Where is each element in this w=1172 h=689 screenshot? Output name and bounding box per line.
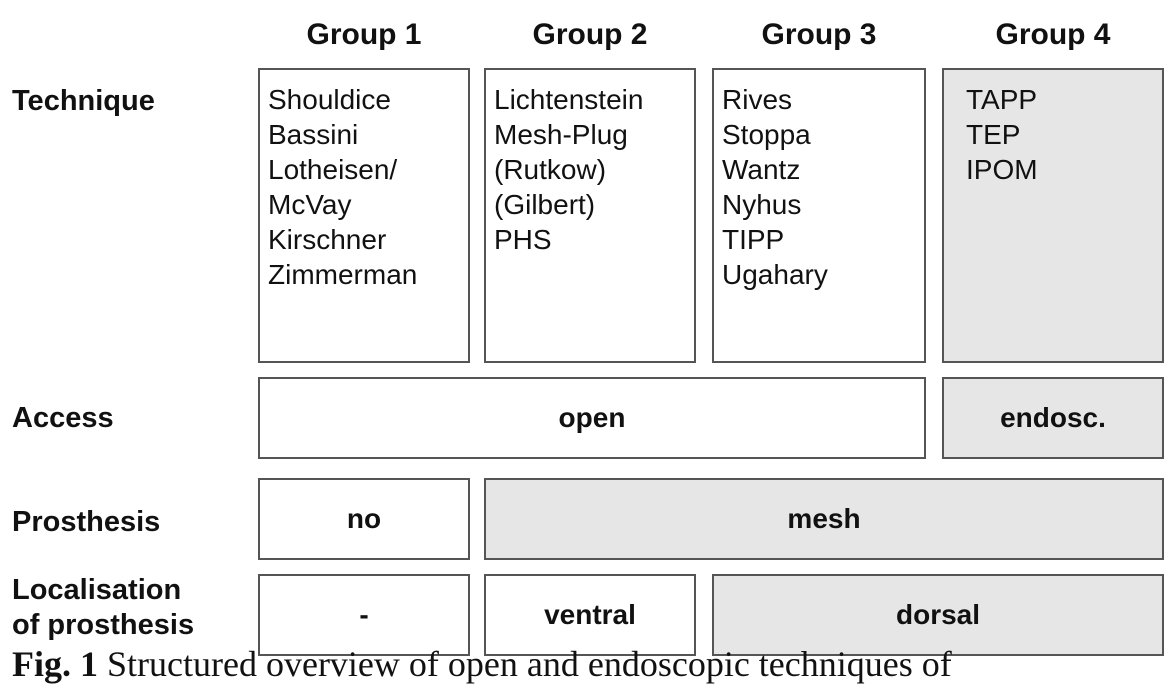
technique-list-group-1: Shouldice Bassini Lotheisen/ McVay Kirsc… (268, 82, 417, 292)
technique-box-group-1: Shouldice Bassini Lotheisen/ McVay Kirsc… (258, 68, 470, 363)
localisation-none-box: - (258, 574, 470, 656)
technique-item: Stoppa (722, 119, 811, 150)
row-label-localisation-line-2: of prosthesis (12, 609, 195, 641)
row-label-localisation: Localisation of prosthesis (12, 573, 194, 643)
technique-item: Shouldice (268, 84, 391, 115)
prosthesis-mesh-box: mesh (484, 478, 1164, 560)
technique-item: (Rutkow) (494, 154, 607, 185)
localisation-ventral-box: ventral (484, 574, 696, 656)
technique-item: Lichtenstein (494, 84, 644, 115)
technique-item: TAPP (966, 84, 1038, 115)
technique-item: Zimmerman (268, 259, 418, 290)
row-label-technique: Technique (12, 85, 155, 117)
prosthesis-mesh-label: mesh (787, 503, 861, 534)
technique-item: Lotheisen/ (268, 154, 398, 185)
technique-item: Nyhus (722, 189, 802, 220)
technique-item: TEP (966, 119, 1021, 150)
technique-item: Mesh-Plug (494, 119, 628, 150)
group-3-header: Group 3 (761, 18, 877, 51)
localisation-ventral-label: ventral (544, 599, 636, 630)
technique-item: Bassini (268, 119, 359, 150)
group-1-header: Group 1 (306, 18, 422, 51)
access-open-box: open (258, 377, 926, 459)
access-open-label: open (558, 402, 626, 433)
row-label-access: Access (12, 402, 114, 434)
figure-caption-text: Structured overview of open and endoscop… (107, 644, 952, 684)
figure-caption: Fig. 1 Structured overview of open and e… (12, 643, 952, 685)
technique-item: Kirschner (268, 224, 387, 255)
group-2-header: Group 2 (532, 18, 648, 51)
access-endoscopic-label: endosc. (1000, 402, 1106, 433)
technique-item: McVay (268, 189, 352, 220)
figure-caption-label: Fig. 1 (12, 644, 98, 684)
technique-box-group-4: TAPP TEP IPOM (942, 68, 1164, 363)
technique-item: (Gilbert) (494, 189, 596, 220)
row-label-prosthesis: Prosthesis (12, 506, 161, 538)
prosthesis-no-box: no (258, 478, 470, 560)
technique-list-group-2: Lichtenstein Mesh-Plug (Rutkow) (Gilbert… (494, 82, 643, 257)
technique-item: TIPP (722, 224, 785, 255)
technique-item: Rives (722, 84, 793, 115)
technique-list-group-3: Rives Stoppa Wantz Nyhus TIPP Ugahary (722, 82, 828, 292)
access-endoscopic-box: endosc. (942, 377, 1164, 459)
technique-box-group-2: Lichtenstein Mesh-Plug (Rutkow) (Gilbert… (484, 68, 696, 363)
technique-item: PHS (494, 224, 552, 255)
localisation-dorsal-box: dorsal (712, 574, 1164, 656)
technique-item: Wantz (722, 154, 801, 185)
technique-item: IPOM (966, 154, 1038, 185)
localisation-none-label: - (359, 599, 369, 630)
row-label-localisation-line-1: Localisation (12, 574, 182, 606)
technique-item: Ugahary (722, 259, 828, 290)
group-4-header: Group 4 (995, 18, 1111, 51)
prosthesis-no-label: no (346, 503, 382, 534)
technique-box-group-3: Rives Stoppa Wantz Nyhus TIPP Ugahary (712, 68, 926, 363)
technique-list-group-4: TAPP TEP IPOM (966, 82, 1038, 187)
localisation-dorsal-label: dorsal (895, 599, 981, 630)
